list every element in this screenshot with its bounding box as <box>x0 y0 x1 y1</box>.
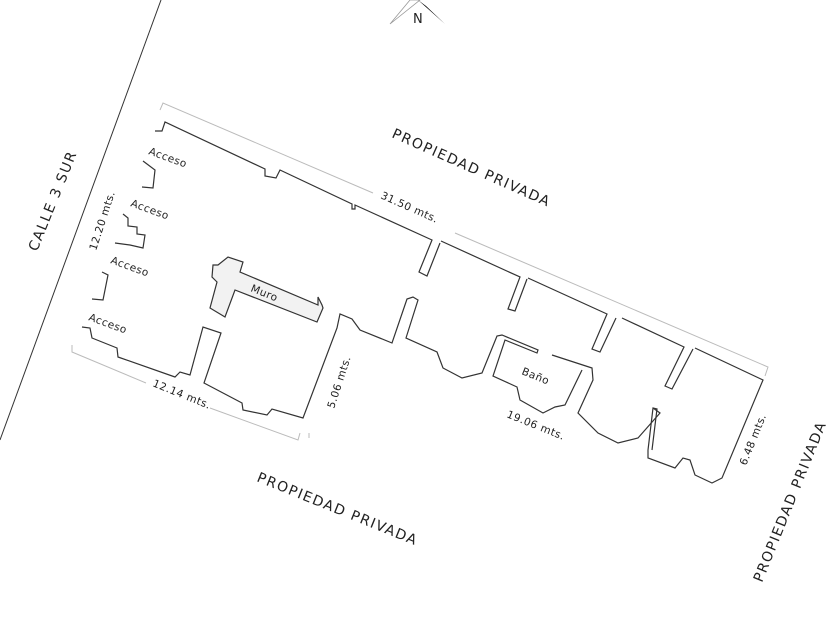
dimension-lines <box>71 102 769 441</box>
dimension-bottom-right: 19.06 mts. <box>505 409 567 443</box>
north-arrow-icon: N <box>389 0 445 27</box>
dimension-middle: 5.06 mts. <box>325 355 353 410</box>
access-label-4: Acceso <box>87 312 129 337</box>
bathroom-label: Baño <box>520 366 551 388</box>
neighbor-top-label: PROPIEDAD PRIVADA <box>389 126 553 211</box>
north-label: N <box>413 12 423 27</box>
neighbor-right-label: PROPIEDAD PRIVADA <box>751 419 830 585</box>
walls <box>81 121 764 484</box>
access-label-2: Acceso <box>129 198 171 223</box>
neighbor-bottom-label: PROPIEDAD PRIVADA <box>255 470 421 549</box>
access-label-3: Acceso <box>109 255 151 280</box>
muro-shape <box>209 256 324 323</box>
dimension-bottom-left: 12.14 mts. <box>151 378 213 412</box>
dimension-left: 12.20 mts. <box>87 190 117 252</box>
dimension-right: 6.48 mts. <box>738 412 769 467</box>
street-line <box>0 0 162 441</box>
street-label: CALLE 3 SUR <box>26 148 81 253</box>
access-label-1: Acceso <box>147 146 189 171</box>
